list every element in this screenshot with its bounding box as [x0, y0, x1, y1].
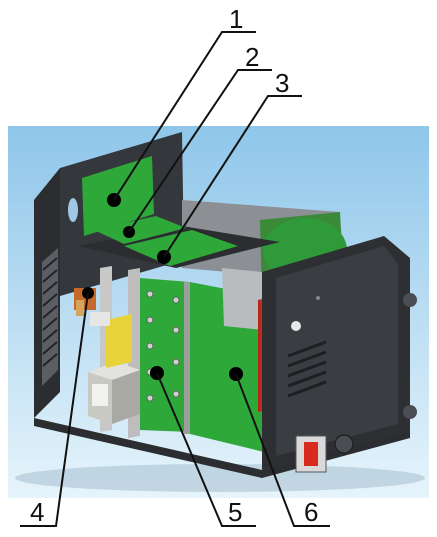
callout-1: 1: [229, 4, 243, 34]
heatsink: [222, 268, 264, 330]
vent-slots-left: [42, 257, 58, 367]
transformer-side: [112, 370, 140, 424]
callout-4: 4: [30, 497, 44, 527]
board-3: [124, 230, 238, 266]
rear-connector-bottom: [403, 405, 417, 419]
leader-2: [128, 69, 272, 233]
board-2: [94, 216, 186, 244]
callout-3: 3: [275, 68, 289, 98]
relay-cap: [76, 300, 84, 316]
leader-3: [163, 95, 302, 258]
panel-indicator-dot: [316, 296, 320, 300]
right-panel-face: [276, 246, 398, 456]
power-switch: [304, 442, 318, 466]
panel-indicator-white: [291, 321, 301, 331]
leader-4: [20, 292, 89, 527]
front-panel-slot: [68, 198, 78, 222]
relay-bracket: [90, 312, 110, 326]
transformer-window: [92, 384, 108, 406]
board-5: [140, 278, 190, 432]
right-vent-slots: [287, 340, 327, 398]
callout-2: 2: [245, 42, 259, 72]
callout-6: 6: [304, 497, 318, 527]
yellow-module: [106, 314, 132, 368]
leader-6: [235, 373, 330, 527]
cable-gland: [334, 434, 354, 454]
leader-1: [113, 31, 256, 201]
transformer-top: [88, 362, 140, 380]
leader-lines: [20, 31, 330, 527]
callout-5: 5: [228, 497, 242, 527]
rear-connector-top: [403, 293, 417, 307]
leader-5: [156, 372, 256, 527]
board-6-frame: [184, 282, 190, 434]
